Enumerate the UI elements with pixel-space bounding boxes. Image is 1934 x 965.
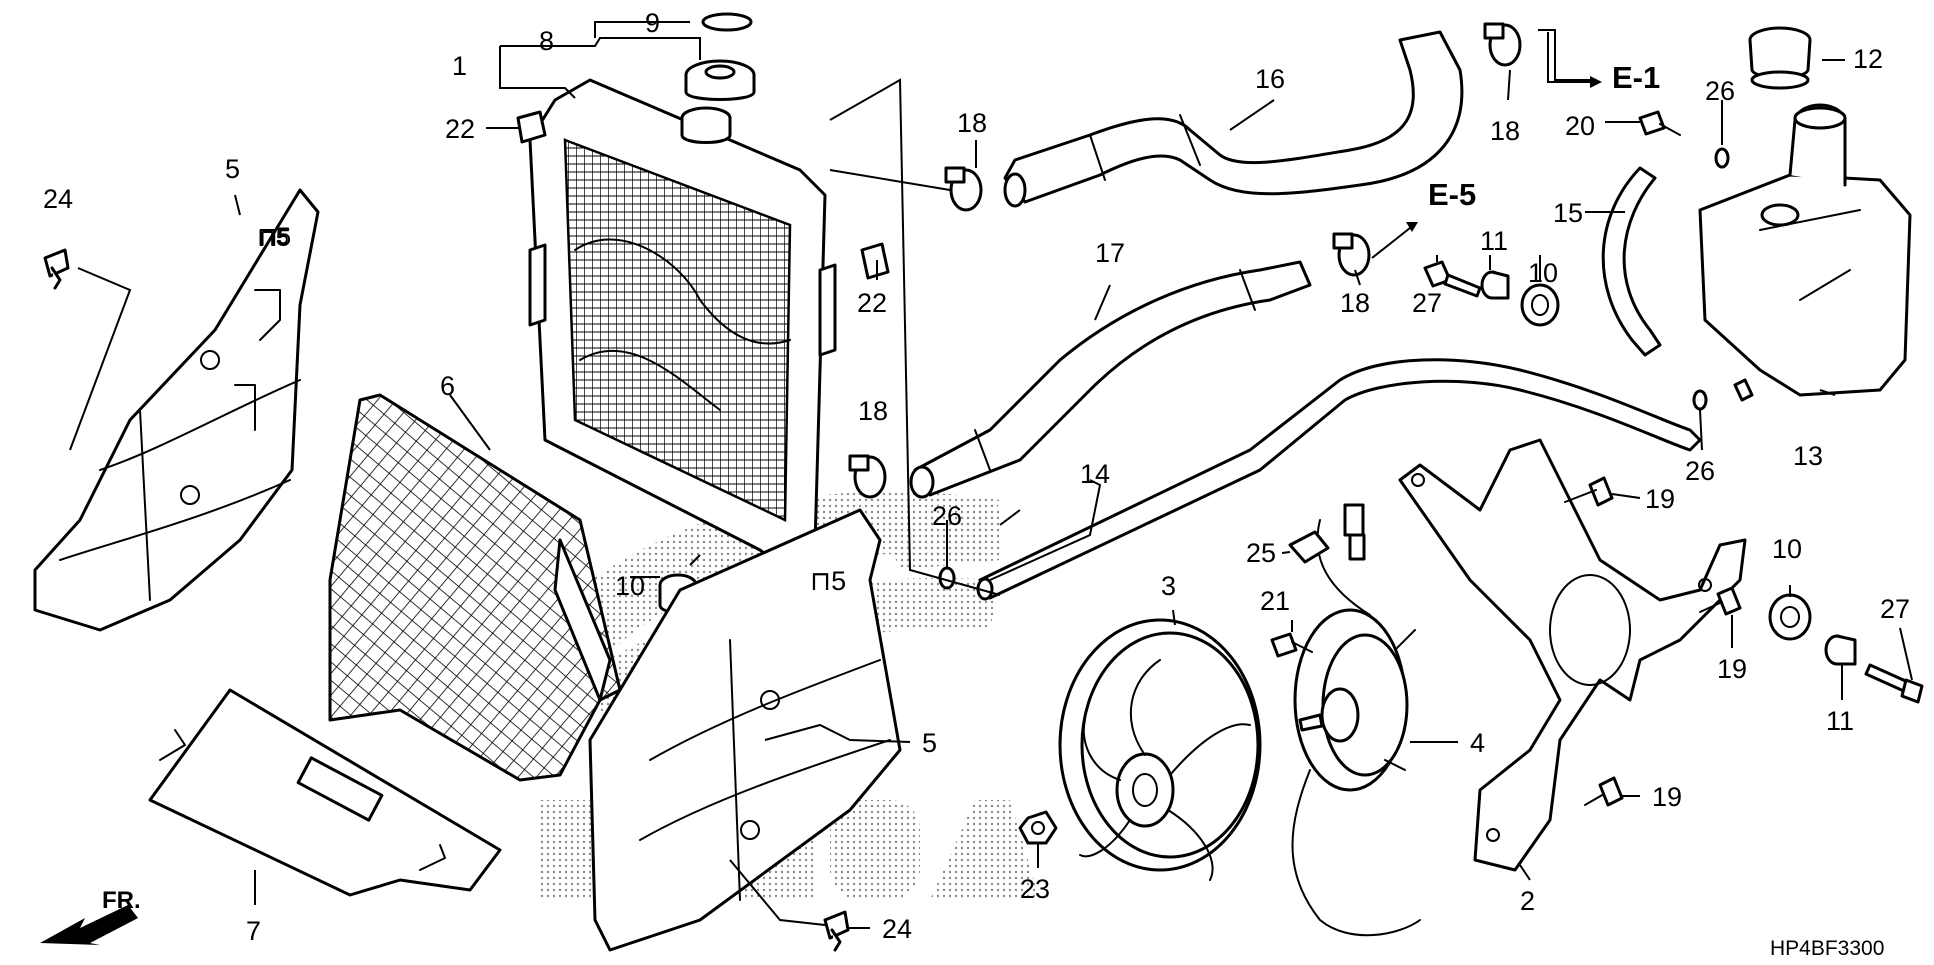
callout-19: 19 <box>1652 782 1682 812</box>
callout-17: 17 <box>1095 238 1125 268</box>
callout-13: 13 <box>1793 441 1823 471</box>
grommet-10-lower <box>1768 593 1812 641</box>
callout-27: 27 <box>1412 288 1442 318</box>
clamp-18-b <box>1483 22 1522 67</box>
callout-4: 4 <box>1470 728 1485 758</box>
callout-5: 5 <box>922 728 937 758</box>
callout-10: 10 <box>1528 258 1558 288</box>
bolt-19-b <box>1699 586 1742 616</box>
clip-24-left <box>43 248 70 290</box>
clip-22-top <box>516 110 547 144</box>
hose-lower <box>909 260 1312 499</box>
callout-11: 11 <box>1480 226 1508 256</box>
hose-upper <box>1003 30 1464 208</box>
radiator <box>528 78 837 567</box>
fan-bracket <box>1398 438 1747 872</box>
callout-14: 14 <box>1080 459 1110 489</box>
callout-6: 6 <box>440 371 455 401</box>
callout-18: 18 <box>957 108 987 138</box>
callout-26: 26 <box>1685 456 1715 486</box>
callout-2: 2 <box>1520 886 1535 916</box>
callout-24: 24 <box>882 914 912 944</box>
bolt-19-a <box>1564 476 1614 507</box>
callout-8: 8 <box>539 26 554 56</box>
reference-e1: E-1 <box>1612 60 1660 95</box>
lower-plate <box>148 688 502 897</box>
callout-18: 18 <box>1340 288 1370 318</box>
clamp-18-a <box>944 166 983 212</box>
callout-26: 26 <box>1705 76 1735 106</box>
callout-11: 11 <box>1826 706 1854 736</box>
callout-20: 20 <box>1565 111 1595 141</box>
front-direction-label: FR. <box>102 887 141 914</box>
nut-23 <box>1018 810 1058 845</box>
tank-cap <box>1748 26 1812 90</box>
callout-10: 10 <box>615 571 645 601</box>
filler-neck <box>680 106 732 144</box>
bolt-19-c <box>1584 776 1624 807</box>
bolt-21 <box>1270 632 1313 658</box>
tank-hose <box>1601 166 1662 357</box>
collar-11-upper <box>1480 270 1510 300</box>
clip-22-side <box>860 242 890 280</box>
callout-22: 22 <box>445 114 475 144</box>
reference-arrows <box>1371 32 1602 259</box>
shroud-right: ⊓5 <box>588 508 902 952</box>
callout-22: 22 <box>857 288 887 318</box>
clip-26-right <box>1692 389 1708 411</box>
o-ring-9 <box>701 12 753 32</box>
callout-19: 19 <box>1717 654 1747 684</box>
clip-26-top <box>1714 147 1730 169</box>
reserve-tank <box>1698 103 1912 402</box>
callout-18: 18 <box>858 396 888 426</box>
callout-3: 3 <box>1161 571 1176 601</box>
clamp-18-c <box>1332 232 1371 277</box>
callout-26: 26 <box>932 501 962 531</box>
callout-1: 1 <box>452 51 467 81</box>
overflow-tube <box>976 358 1702 601</box>
callout-10: 10 <box>1772 534 1802 564</box>
connector-25 <box>1288 530 1330 564</box>
callout-labels: 1 8 9 22 24 5 6 22 18 16 18 12 26 20 15 … <box>43 8 1910 960</box>
clip-24-bottom <box>823 910 850 952</box>
bolt-20 <box>1638 110 1681 136</box>
reference-e5: E-5 <box>1428 177 1476 212</box>
diagram-code: HP4BF3300 <box>1770 937 1884 960</box>
radiator-guard <box>328 393 622 782</box>
shroud-left: ⊓5 <box>33 188 320 632</box>
bolt-27-lower <box>1864 663 1924 704</box>
callout-23: 23 <box>1020 874 1050 904</box>
callout-16: 16 <box>1255 64 1285 94</box>
callout-21: 21 <box>1260 586 1290 616</box>
bolt-27-upper <box>1423 260 1482 298</box>
svg-text:⊓5: ⊓5 <box>258 224 290 251</box>
clamp-18-d <box>848 454 887 499</box>
callout-9: 9 <box>645 8 660 38</box>
coupler <box>1343 503 1366 561</box>
svg-text:⊓5: ⊓5 <box>810 566 846 596</box>
radiator-cap <box>684 59 756 101</box>
callout-24: 24 <box>43 184 73 214</box>
collar-11-lower <box>1824 634 1857 666</box>
cooling-fan <box>1058 618 1262 881</box>
callout-7: 7 <box>246 916 261 946</box>
callout-19: 19 <box>1645 484 1675 514</box>
callout-15: 15 <box>1553 198 1583 228</box>
callout-25: 25 <box>1246 538 1276 568</box>
front-direction-arrow <box>40 905 138 945</box>
leader-lines <box>69 21 1913 929</box>
callout-5: 5 <box>225 154 240 184</box>
callout-27: 27 <box>1880 594 1910 624</box>
fan-motor <box>1291 519 1421 937</box>
grommet-10-upper <box>1520 283 1560 327</box>
callout-18: 18 <box>1490 116 1520 146</box>
callout-12: 12 <box>1853 44 1883 74</box>
